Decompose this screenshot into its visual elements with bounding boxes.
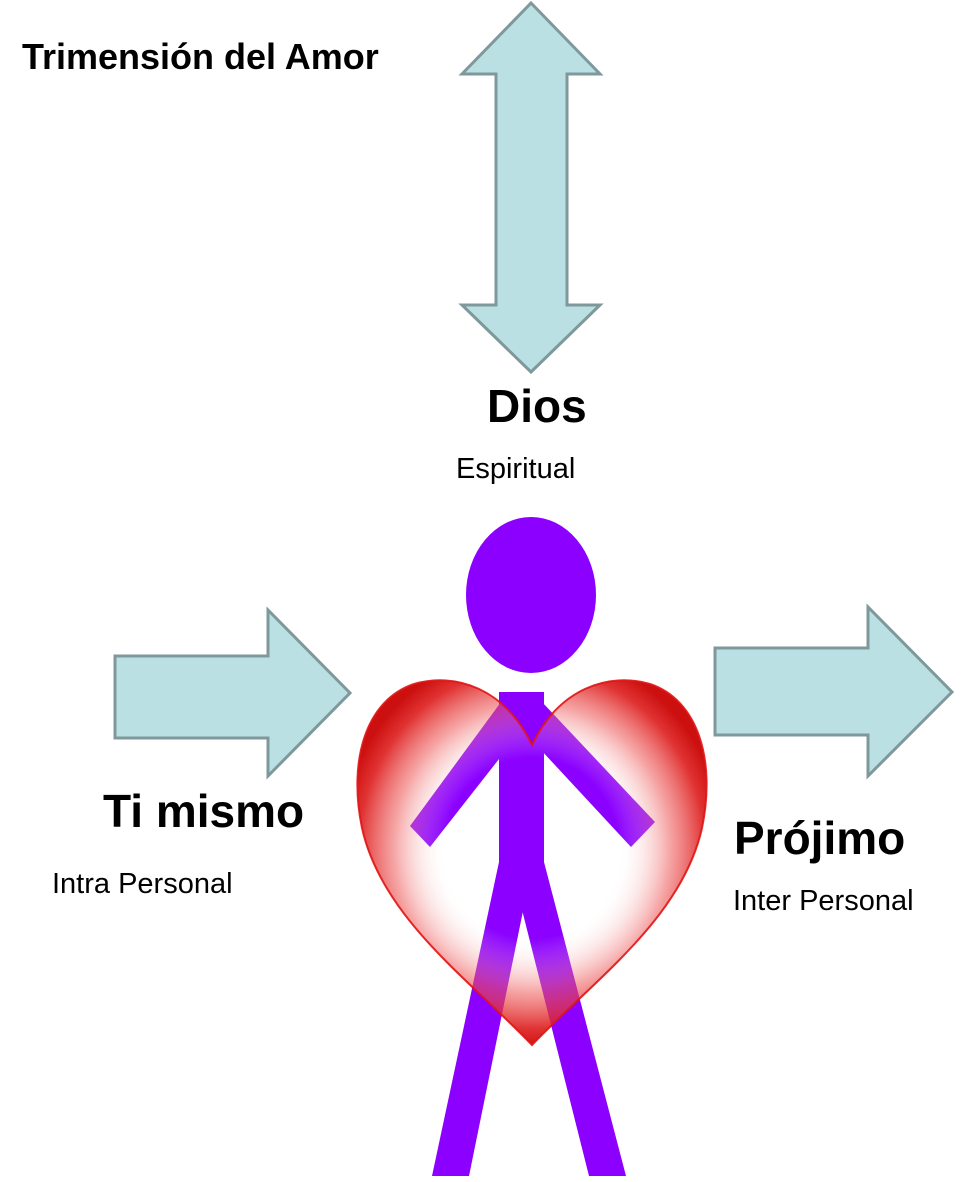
god-label: Dios bbox=[487, 380, 587, 432]
heart-icon bbox=[356, 679, 708, 1047]
god-sublabel: Espiritual bbox=[456, 453, 576, 485]
arrow-right-icon bbox=[713, 603, 955, 780]
neighbor-label: Prójimo bbox=[734, 812, 906, 864]
neighbor-sublabel: Inter Personal bbox=[733, 885, 914, 917]
double-arrow-vertical-icon bbox=[458, 0, 604, 375]
self-sublabel: Intra Personal bbox=[52, 868, 233, 900]
self-label: Ti mismo bbox=[103, 785, 305, 837]
arrow-right-icon bbox=[113, 606, 353, 780]
diagram-title: Trimensión del Amor bbox=[22, 36, 379, 77]
